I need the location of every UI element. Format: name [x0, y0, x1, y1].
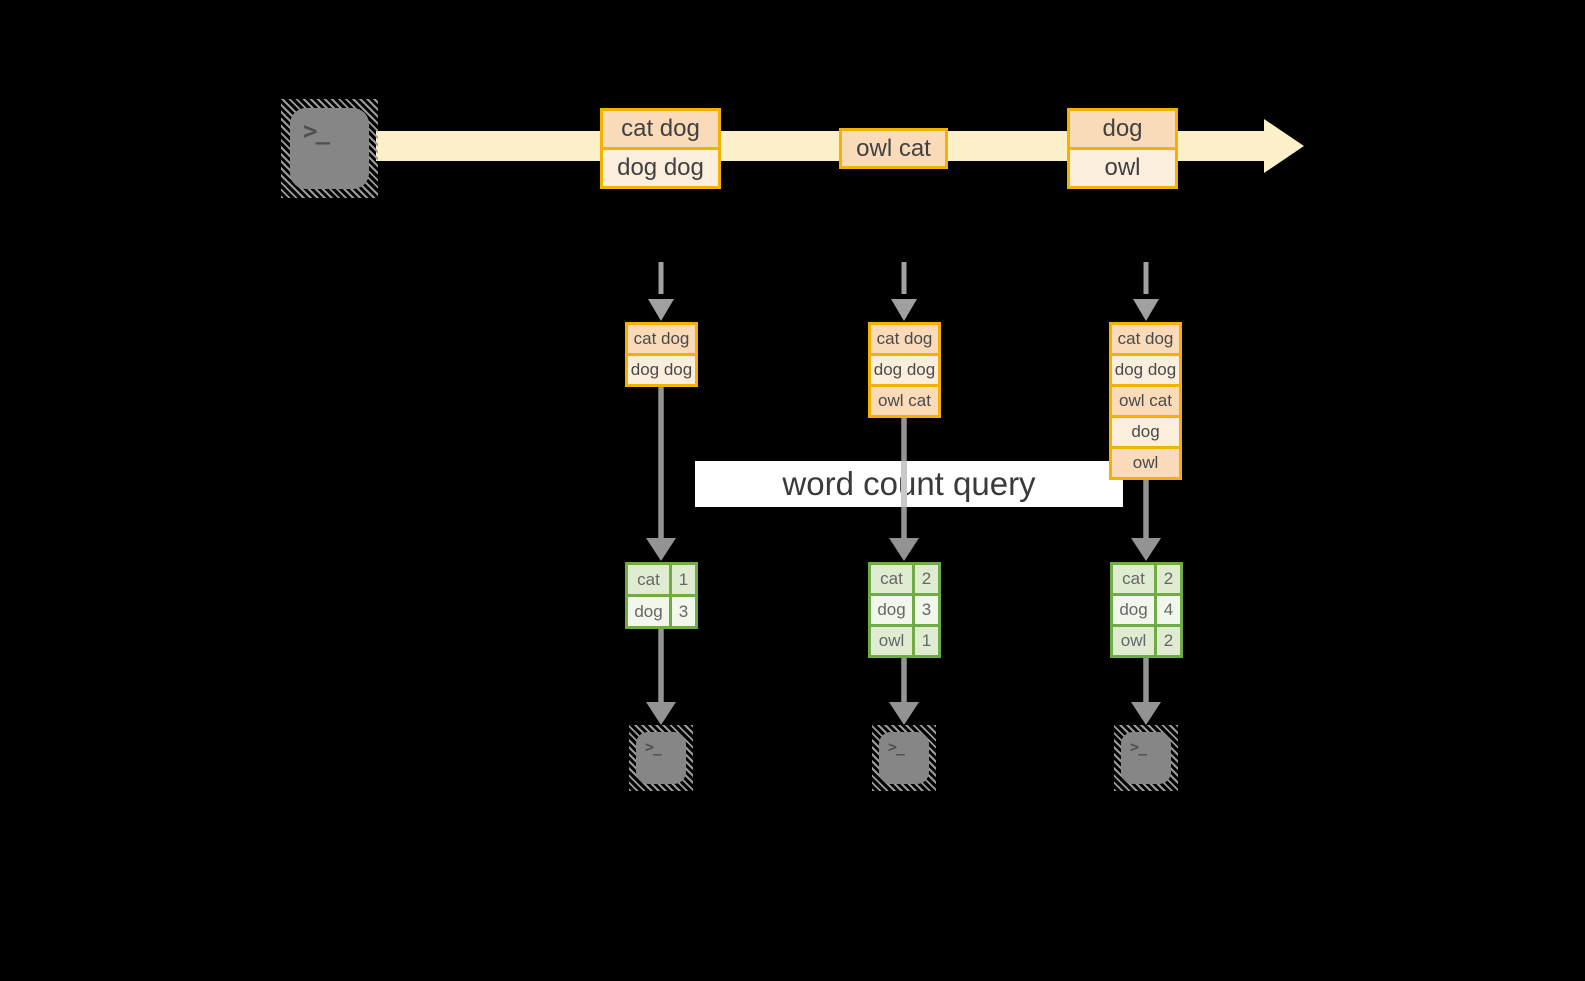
sink-terminal-icon: >_: [629, 725, 693, 791]
buffer-item: dog dog: [1112, 356, 1179, 384]
stream-event-1: cat dog dog dog: [600, 108, 721, 189]
dashed-arrow-col3: [1133, 262, 1159, 321]
word-cell: owl: [1113, 627, 1154, 655]
buffer-item: dog dog: [628, 356, 695, 384]
terminal-prompt-glyph: >_: [645, 738, 662, 756]
stream-event-line: dog dog: [603, 150, 718, 186]
dashed-arrow-col2: [891, 262, 917, 321]
terminal-screen: >_: [636, 732, 686, 784]
buffer-list-col1: cat dog dog dog: [625, 322, 698, 387]
word-cell: cat: [871, 565, 912, 593]
terminal-screen: >_: [290, 108, 369, 189]
buffer-item: cat dog: [1112, 325, 1179, 353]
sink-terminal-icon: >_: [1114, 725, 1178, 791]
count-cell: 1: [915, 627, 938, 655]
buffer-item: owl cat: [871, 387, 938, 415]
count-cell: 3: [915, 596, 938, 624]
source-terminal-icon: >_: [281, 99, 378, 198]
word-cell: cat: [628, 565, 669, 594]
word-cell: dog: [1113, 596, 1154, 624]
terminal-prompt-glyph: >_: [303, 117, 330, 145]
count-cell: 2: [1157, 627, 1180, 655]
stream-event-2: owl cat: [839, 128, 948, 169]
wordcount-table-col1: cat 1 dog 3: [625, 562, 698, 629]
terminal-screen: >_: [879, 732, 929, 784]
count-cell: 2: [915, 565, 938, 593]
wordcount-table-col3: cat 2 dog 4 owl 2: [1110, 562, 1183, 658]
buffer-item: dog: [1112, 418, 1179, 446]
buffer-item: owl: [1112, 449, 1179, 477]
count-cell: 3: [672, 597, 695, 626]
buffer-item: dog dog: [871, 356, 938, 384]
count-cell: 1: [672, 565, 695, 594]
terminal-screen: >_: [1121, 732, 1171, 784]
query-label-band: word count query: [695, 461, 1123, 507]
query-label: word count query: [782, 465, 1036, 502]
stream-event-line: dog: [1070, 111, 1175, 147]
arrow-over-band-segment: [901, 461, 907, 507]
buffer-list-col2: cat dog dog dog owl cat: [868, 322, 941, 418]
terminal-prompt-glyph: >_: [888, 738, 905, 756]
count-cell: 4: [1157, 596, 1180, 624]
word-cell: dog: [871, 596, 912, 624]
dashed-arrow-col1: [648, 262, 674, 321]
wordcount-table-col2: cat 2 dog 3 owl 1: [868, 562, 941, 658]
sink-arrow-col1: [646, 629, 676, 725]
word-cell: owl: [871, 627, 912, 655]
buffer-item: owl cat: [1112, 387, 1179, 415]
stream-event-3: dog owl: [1067, 108, 1178, 189]
stream-event-line: owl: [1070, 150, 1175, 186]
query-arrow-col1: [646, 387, 676, 561]
buffer-item: cat dog: [871, 325, 938, 353]
query-arrow-col3: [1131, 480, 1161, 561]
count-cell: 2: [1157, 565, 1180, 593]
word-cell: dog: [628, 597, 669, 626]
stream-event-line: cat dog: [603, 111, 718, 147]
sink-arrow-col3: [1131, 658, 1161, 725]
word-cell: cat: [1113, 565, 1154, 593]
terminal-prompt-glyph: >_: [1130, 738, 1147, 756]
stream-arrowhead-icon: [1264, 119, 1304, 173]
stream-event-line: owl cat: [842, 131, 945, 166]
buffer-item: cat dog: [628, 325, 695, 353]
sink-terminal-icon: >_: [872, 725, 936, 791]
buffer-list-col3: cat dog dog dog owl cat dog owl: [1109, 322, 1182, 480]
sink-arrow-col2: [889, 658, 919, 725]
